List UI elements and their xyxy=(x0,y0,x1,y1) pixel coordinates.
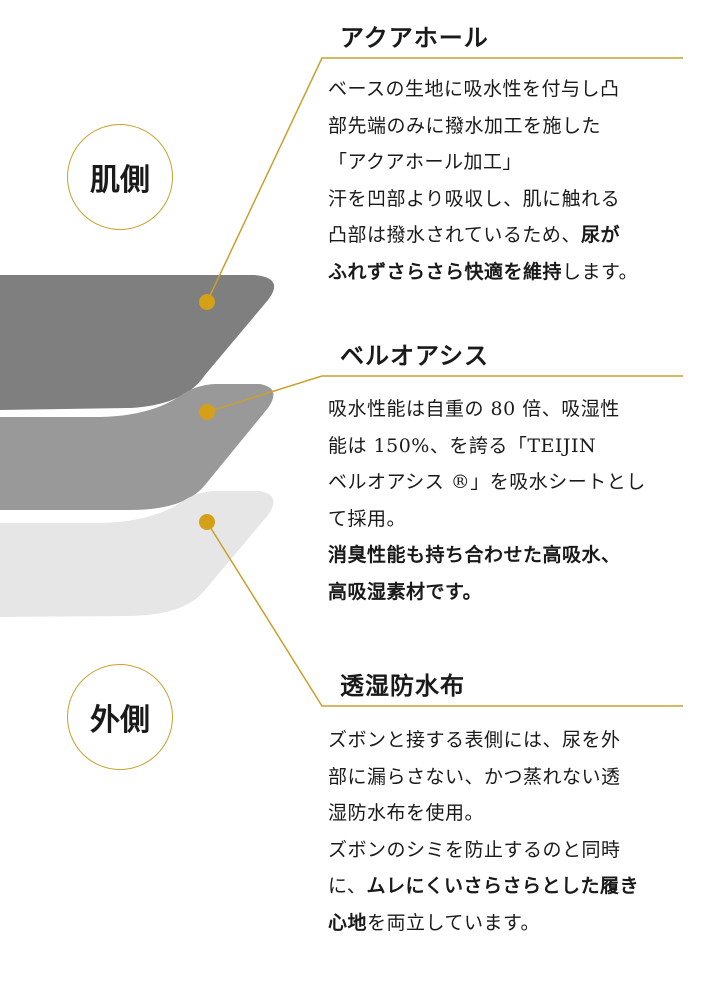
marker-dot-waterproof xyxy=(199,514,215,530)
text-line: 湿防水布を使用。 xyxy=(328,795,698,832)
text-segment: 凸部は撥水されているため、 xyxy=(328,224,581,247)
emphasis-text: ふれずさらさら快適を維持 xyxy=(328,260,563,283)
text-line: に、ムレにくいさらさらとした履き xyxy=(328,868,698,905)
text-segment: 能は 150%、を誇る「TEIJIN xyxy=(328,434,597,457)
text-line: 高吸湿素材です。 xyxy=(328,574,698,611)
text-line: ふれずさらさら快適を維持します。 xyxy=(328,254,698,291)
text-line: ベースの生地に吸水性を付与し凸 xyxy=(328,71,698,108)
text-line: 部先端のみに撥水加工を施した xyxy=(328,108,698,145)
connector-line-aquahole xyxy=(206,57,683,303)
text-segment: ベースの生地に吸水性を付与し凸 xyxy=(328,78,620,100)
text-segment: て採用。 xyxy=(328,507,407,530)
section-title-waterproof: 透湿防水布 xyxy=(340,671,465,700)
text-segment: 「アクアホール加工」 xyxy=(328,151,523,174)
text-line: 部に漏らさない、かつ蒸れない透 xyxy=(328,759,698,796)
emphasis-text: 心地 xyxy=(328,911,368,934)
text-line: ベルオアシス ®」を吸水シートとし xyxy=(328,464,698,501)
text-segment: 汗を凹部より吸収し、肌に触れる xyxy=(328,187,621,210)
text-line: 凸部は撥水されているため、尿が xyxy=(328,217,698,254)
text-segment: します。 xyxy=(562,260,639,283)
text-segment: ズボンのシミを防止するのと同時 xyxy=(328,838,621,861)
emphasis-text: 高吸湿素材です。 xyxy=(328,580,483,603)
skin-side-label: 肌側 xyxy=(67,124,173,230)
outer-side-label: 外側 xyxy=(67,664,173,770)
section-title-belloasis: ベルオアシス xyxy=(340,341,490,370)
marker-dot-belloasis xyxy=(199,404,215,420)
section-body-aquahole: ベースの生地に吸水性を付与し凸部先端のみに撥水加工を施した「アクアホール加工」汗… xyxy=(328,71,698,291)
emphasis-text: ムレにくいさらさらとした履き xyxy=(366,875,640,898)
emphasis-text: 消臭性能も持ち合わせた高吸水、 xyxy=(328,544,621,567)
text-line: ズボンと接する表側には、尿を外 xyxy=(328,722,698,759)
text-segment: を両立しています。 xyxy=(367,911,541,934)
text-segment: 湿防水布を使用。 xyxy=(328,802,485,825)
section-title-aquahole: アクアホール xyxy=(340,23,489,52)
text-line: 能は 150%、を誇る「TEIJIN xyxy=(328,428,698,465)
text-line: 吸水性能は自重の 80 倍、吸湿性 xyxy=(328,391,698,428)
text-segment: に、 xyxy=(328,875,367,898)
text-segment: ズボンと接する表側には、尿を外 xyxy=(328,729,621,751)
connector-line-belloasis xyxy=(206,375,683,413)
text-line: て採用。 xyxy=(328,501,698,538)
text-segment: 吸水性能は自重の 80 倍、吸湿性 xyxy=(328,398,620,420)
text-segment: 部に漏らさない、かつ蒸れない透 xyxy=(328,765,621,788)
text-line: 心地を両立しています。 xyxy=(328,905,698,942)
emphasis-text: 尿が xyxy=(580,224,620,247)
text-line: 汗を凹部より吸収し、肌に触れる xyxy=(328,181,698,218)
text-segment: ベルオアシス ®」を吸水シートとし xyxy=(328,471,646,494)
text-line: 「アクアホール加工」 xyxy=(328,144,698,181)
marker-dot-aquahole xyxy=(199,294,215,310)
connector-line-waterproof xyxy=(206,521,683,707)
text-segment: 部先端のみに撥水加工を施した xyxy=(328,114,602,137)
text-line: 消臭性能も持ち合わせた高吸水、 xyxy=(328,537,698,574)
text-line: ズボンのシミを防止するのと同時 xyxy=(328,832,698,869)
section-body-belloasis: 吸水性能は自重の 80 倍、吸湿性能は 150%、を誇る「TEIJIN ベルオアシ… xyxy=(328,391,698,611)
section-body-waterproof: ズボンと接する表側には、尿を外部に漏らさない、かつ蒸れない透湿防水布を使用。ズボ… xyxy=(328,722,698,942)
